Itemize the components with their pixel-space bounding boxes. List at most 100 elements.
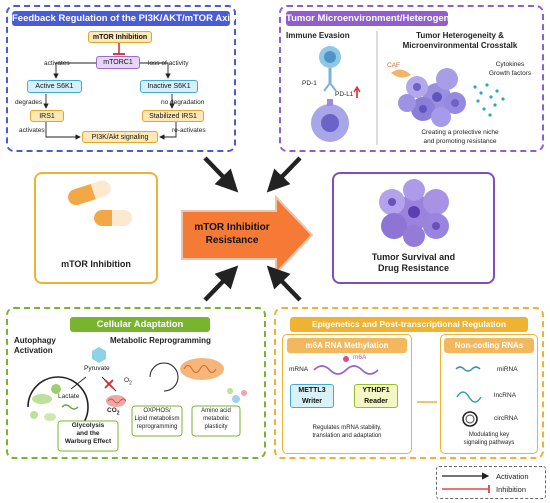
cellular-adaptation-panel (6, 307, 266, 459)
tumor-survival-line1: Tumor Survival and (371, 252, 456, 262)
co2-label: CO2 (107, 407, 120, 416)
tumor-survival-line2: Drug Resistance (377, 263, 450, 273)
mtor-inhibition-label: mTOR Inhibition (61, 259, 131, 269)
immune-evasion-label: Immune Evasion (286, 31, 350, 40)
niche-line1: Creating a protective niche (421, 129, 499, 136)
tumor-cluster-icon (398, 68, 466, 127)
amino-line2: metabolic (203, 416, 229, 422)
o2-text: O (124, 377, 130, 384)
m6a-desc-line2: translation and adaptation (312, 433, 382, 439)
m6a-title: m6A RNA Methylation (287, 338, 407, 353)
mettl3-line1: METTL3 (298, 387, 326, 394)
m6a-description: Regulates mRNA stability, translation an… (284, 424, 410, 440)
metabolic-reprogramming-label: Metabolic Reprogramming (110, 336, 211, 345)
rna-illustration (313, 356, 482, 427)
amino-line1: Amino acid (201, 408, 231, 414)
stabilized-irs1-node: Stabilized IRS1 (142, 110, 204, 122)
legend-symbols (442, 472, 490, 493)
glycolysis-line3: Warburg Effect (64, 438, 112, 445)
mtor-inhibition-node: mTOR Inhibition (88, 31, 152, 43)
tumor-mass-icon (379, 179, 449, 247)
nc-desc-line1: Modulating key (468, 432, 510, 438)
ythdf1-line2: Reader (364, 398, 388, 405)
heterogeneity-label: Tumor Heterogeneity & Microenvironmental… (380, 31, 540, 51)
metabolism-illustration (27, 347, 247, 452)
resistance-line2: Resistance (205, 235, 259, 246)
o2-sub: 2 (129, 380, 132, 387)
cellular-adaptation-title: Cellular Adaptation (70, 317, 210, 332)
m6a-label: m6A (353, 354, 367, 361)
amino-line3: plasticity (204, 424, 228, 430)
legend (436, 466, 546, 499)
pdl1-label: PD-L1 (335, 91, 354, 98)
autophagy-line1: Autophagy (14, 336, 56, 345)
oxphos-line2: Lipid metabolism (134, 416, 180, 422)
niche-label: Creating a protective niche and promotin… (390, 128, 530, 146)
niche-line2: and promoting resistance (423, 138, 497, 145)
feedback-arrows (43, 43, 177, 140)
mrna-label: mRNA (289, 366, 309, 373)
pill-icon (68, 180, 132, 226)
glycolysis-line2: and the (76, 430, 100, 437)
feedback-regulation-panel (6, 5, 236, 152)
cytokines-label: Cytokines Growth factors (484, 60, 536, 78)
m6a-box (282, 334, 412, 454)
mtorc1-node: mTORC1 (96, 56, 140, 69)
inactive-s6k1-node: Inactive S6K1 (140, 80, 198, 93)
autophagy-line2: Activation (14, 346, 53, 355)
microenvironment-title: Tumor Microenvironment/Heterogeneity (286, 11, 466, 26)
activation-label: Activation (496, 472, 529, 481)
activates-label-2: activates (19, 127, 45, 134)
no-degradation-label: no degradation (161, 99, 205, 106)
cytokines-text: Cytokines (495, 61, 525, 68)
noncoding-description: Modulating key signaling pathways (442, 431, 536, 447)
lactate-label: Lactate (58, 393, 80, 400)
pi3k-signaling-node: PI3K/Akt signaling (82, 131, 158, 143)
co2-sub: 2 (116, 410, 120, 417)
caf-label: CAF (387, 62, 400, 69)
degrades-label: degrades (15, 99, 43, 106)
growth-factors-text: Growth factors (488, 70, 532, 77)
epigenetics-title: Epigenetics and Post-transcriptional Reg… (290, 317, 528, 332)
irs1-node: IRS1 (30, 110, 64, 122)
amino-acid-label: Amino acid metabolic plasticity (192, 407, 240, 431)
o2-label: O2 (124, 377, 132, 386)
noncoding-title: Non-coding RNAs (444, 338, 534, 353)
microenvironment-illustration (311, 31, 505, 145)
glycolysis-label: Glycolysis and the Warburg Effect (58, 422, 118, 446)
tumor-microenvironment-panel (279, 5, 544, 152)
resistance-line1: mTOR Inhibitior (194, 222, 270, 233)
mirna-label: miRNA (497, 366, 518, 373)
activates-label: activates (44, 60, 70, 67)
heterogeneity-line2: Microenvironmental Crosstalk (402, 41, 518, 50)
glycolysis-line1: Glycolysis (71, 422, 105, 429)
pd1-label: PD-1 (302, 80, 317, 87)
oxphos-line3: reprogramming (136, 424, 178, 430)
lncrna-label: lncRNA (494, 392, 517, 399)
mettl3-writer-box: METTL3 Writer (290, 384, 334, 408)
circrna-label: circRNA (494, 415, 518, 422)
epigenetics-panel (274, 307, 544, 459)
resistance-label: mTOR Inhibitior Resistance (182, 221, 282, 247)
active-s6k1-node: Active S6K1 (27, 80, 82, 93)
ythdf1-line1: YTHDF1 (362, 387, 390, 394)
pyruvate-label: Pyruvate (84, 365, 110, 372)
mettl3-line2: Writer (301, 398, 323, 405)
feedback-title: Feedback Regulation of the PI3K/AKT/mTOR… (12, 11, 236, 26)
central-arrow (181, 195, 314, 275)
m6a-desc-line1: Regulates mRNA stability, (312, 425, 382, 431)
oxphos-line1: OXPHOS/ (143, 408, 171, 414)
oxphos-label: OXPHOS/ Lipid metabolism reprogramming (132, 407, 182, 431)
ythdf1-reader-box: YTHDF1 Reader (354, 384, 398, 408)
tumor-survival-label: Tumor Survival and Drug Resistance (332, 252, 495, 274)
co2-text: CO (107, 407, 117, 414)
noncoding-box (440, 334, 538, 454)
autophagy-label: Autophagy Activation (14, 336, 56, 356)
mtor-inhibition-panel (34, 172, 158, 284)
tumor-survival-panel (332, 172, 495, 284)
inhibition-label: Inhibition (496, 485, 527, 494)
heterogeneity-line1: Tumor Heterogeneity & (416, 31, 504, 40)
nc-desc-line2: signaling pathways (463, 440, 515, 446)
re-activates-label: re-activates (172, 127, 206, 134)
